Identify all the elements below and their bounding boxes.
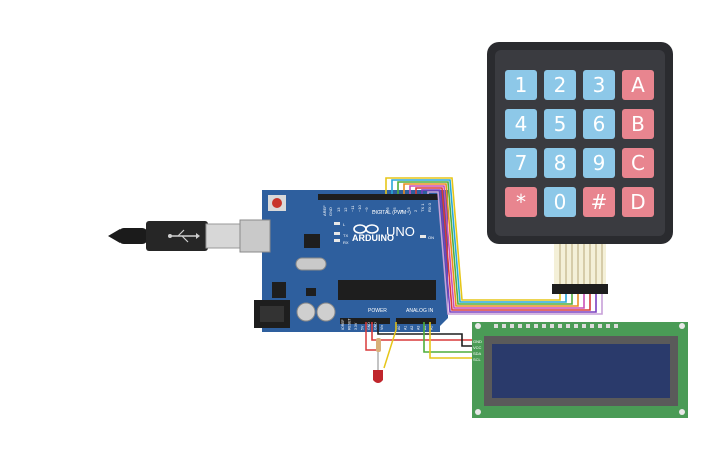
analog-pin-label: A1 <box>404 326 408 330</box>
keypad-key[interactable]: C <box>622 148 654 178</box>
keypad-key[interactable]: 2 <box>544 70 576 100</box>
digital-label: DIGITAL (PWM~) <box>372 210 411 216</box>
digital-header <box>318 194 438 200</box>
lcd-pin-label: VCC <box>473 345 482 350</box>
on-label: ON <box>428 235 434 240</box>
keypad-key[interactable]: A <box>622 70 654 100</box>
keypad-key[interactable]: B <box>622 109 654 139</box>
digital-pin-label: 12 <box>343 207 348 212</box>
digital-pin-label: 4 <box>399 209 404 212</box>
gnd-label: GND <box>328 207 333 216</box>
keypad-key[interactable]: 1 <box>505 70 537 100</box>
analog-pin-label: A4 <box>423 326 427 330</box>
keypad-key[interactable]: 6 <box>583 109 615 139</box>
lcd-screen <box>492 344 670 398</box>
arduino-brand: ARDUINO <box>352 233 394 243</box>
lcd-header-pin <box>534 324 538 328</box>
lcd-pin-label: SCL <box>473 357 482 362</box>
keypad-key[interactable]: 8 <box>544 148 576 178</box>
lcd-header-pin <box>574 324 578 328</box>
lcd-header-pin <box>494 324 498 328</box>
power-pin-label: IOREF <box>341 319 345 330</box>
uno-logo: UNO <box>386 224 415 239</box>
analog-pin-label: A3 <box>417 326 421 330</box>
power-pin-label: GND <box>367 322 371 330</box>
red-led[interactable] <box>373 370 383 383</box>
digital-pin-label: ~6 <box>385 207 390 212</box>
lcd-header-pin <box>614 324 618 328</box>
rx-label: RX <box>343 240 349 245</box>
keypad-ribbon <box>552 244 608 294</box>
usb-icon <box>168 229 200 243</box>
keypad-wires <box>385 177 603 315</box>
led-circuit[interactable] <box>365 322 397 383</box>
power-pin-label: GND <box>374 322 378 330</box>
lcd-wires <box>371 322 476 359</box>
digital-pin-label: 8 <box>371 209 376 212</box>
lcd-header-pin <box>550 324 554 328</box>
digital-pin-label: ~3 <box>406 207 411 212</box>
lcd-header-pin <box>518 324 522 328</box>
keypad-key[interactable]: 0 <box>544 187 576 217</box>
analog-pin-label: A5 <box>430 326 434 330</box>
l-label: L <box>343 222 346 227</box>
keypad-key[interactable]: 3 <box>583 70 615 100</box>
keypad-key[interactable]: 7 <box>505 148 537 178</box>
aref-label: AREF <box>322 205 327 216</box>
keypad-key[interactable]: 5 <box>544 109 576 139</box>
lcd-header-pin <box>582 324 586 328</box>
digital-pin-label: RX 0 <box>427 202 432 212</box>
keypad-key[interactable]: 4 <box>505 109 537 139</box>
lcd-pin-label: SDA <box>473 351 482 356</box>
keypad-key[interactable]: # <box>583 187 615 217</box>
keypad-key[interactable]: D <box>622 187 654 217</box>
digital-pin-label: ~11 <box>350 205 355 212</box>
analog-pin-label: A0 <box>397 326 401 330</box>
digital-pin-label: TX 1 <box>420 203 425 212</box>
keypad-key[interactable]: 9 <box>583 148 615 178</box>
lcd-header-pin <box>566 324 570 328</box>
analog-pin-label: A2 <box>410 326 414 330</box>
arduino-board[interactable]: ARDUINO UNO DIGITAL (PWM~) ANALOG IN POW… <box>239 190 448 332</box>
lcd-header-pin <box>510 324 514 328</box>
lcd-pin-label: GND <box>473 339 482 344</box>
power-pin-label: 3.3V <box>354 322 358 330</box>
lcd-header-pin <box>526 324 530 328</box>
keypad-key[interactable]: * <box>505 187 537 217</box>
tx-label: TX <box>343 233 348 238</box>
usb-cable[interactable] <box>108 221 241 251</box>
atmega-chip <box>338 280 436 300</box>
resistor[interactable] <box>376 338 381 352</box>
lcd-header-pin <box>542 324 546 328</box>
analog-label: ANALOG IN <box>406 308 434 314</box>
power-label: POWER <box>368 308 387 314</box>
lcd-header-pin <box>558 324 562 328</box>
digital-pin-label: ~9 <box>364 207 369 212</box>
lcd-header-pin <box>606 324 610 328</box>
lcd-header-pin <box>502 324 506 328</box>
digital-pin-label: 7 <box>378 209 383 212</box>
digital-pin-label: ~5 <box>392 207 397 212</box>
digital-pin-label: ~10 <box>357 204 362 212</box>
digital-pin-label: 2 <box>413 209 418 212</box>
power-pin-label: RESET <box>348 317 352 330</box>
lcd-header-pin <box>598 324 602 328</box>
power-pin-label: 5V <box>361 325 365 330</box>
power-pin-label: Vin <box>380 325 384 330</box>
lcd-header-pin <box>590 324 594 328</box>
keypad-connector <box>552 284 608 294</box>
digital-pin-label: 13 <box>336 207 341 212</box>
infinity-logo <box>353 224 379 234</box>
